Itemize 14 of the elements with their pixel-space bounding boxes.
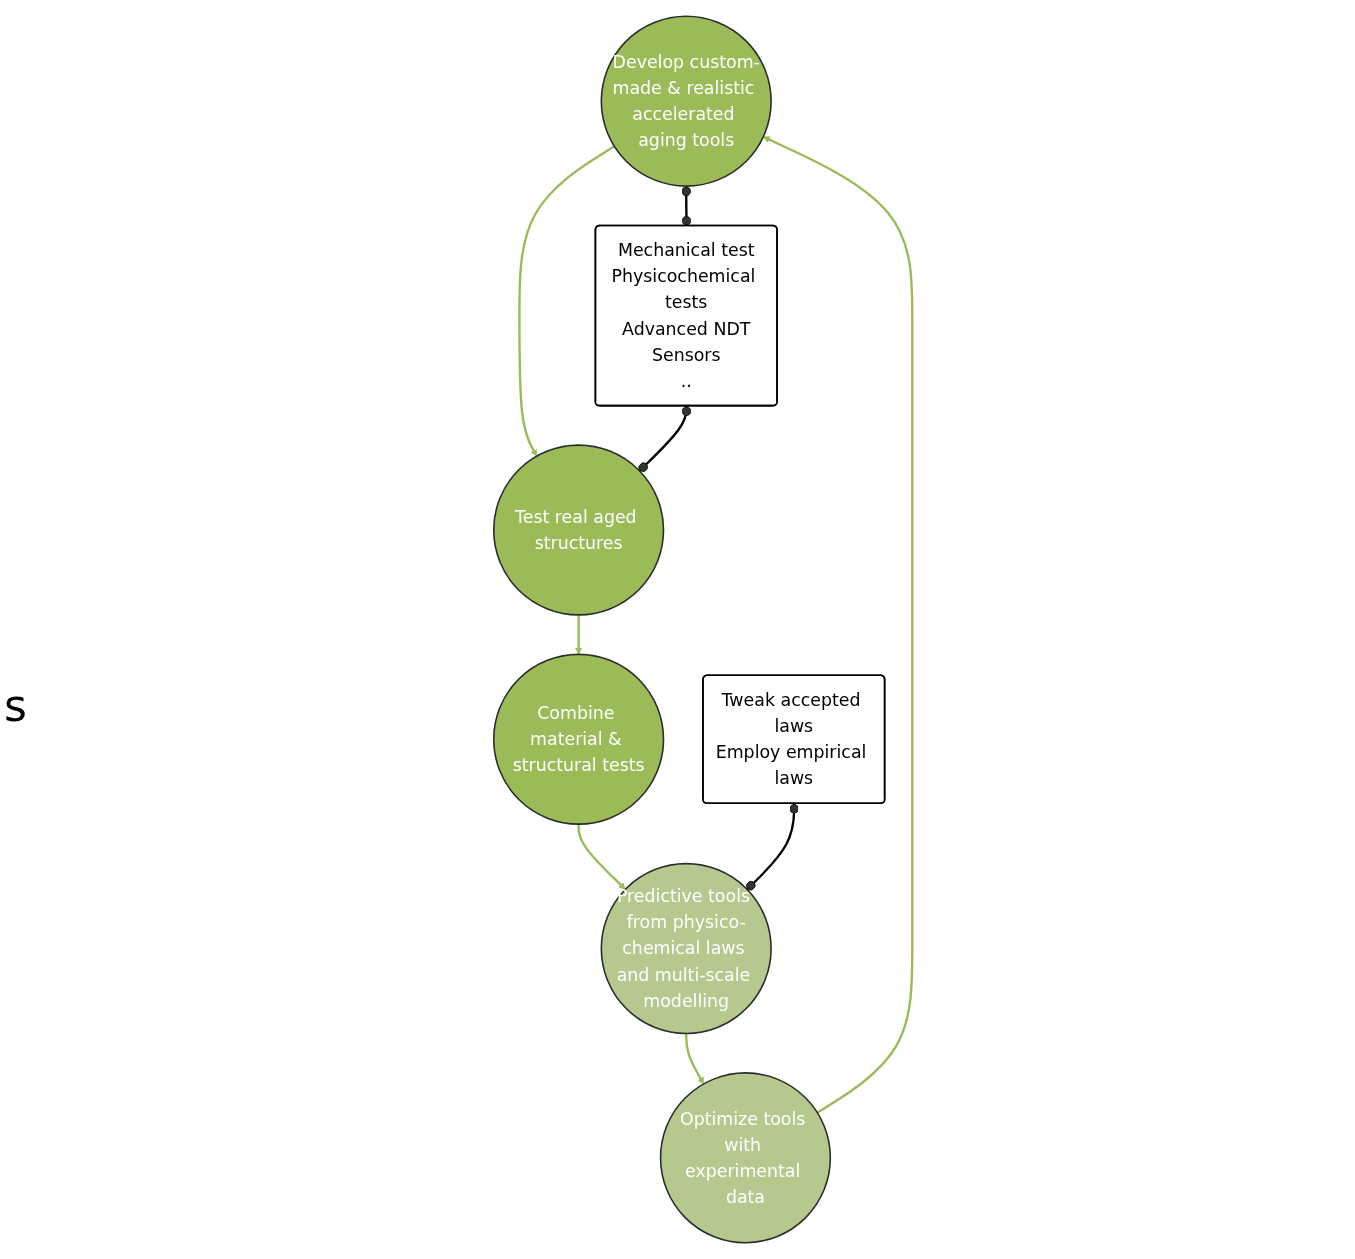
arrow — [576, 824, 626, 890]
connector — [680, 186, 691, 226]
node-circle: Predictive tools from physico-chemical laws and multi-scale modelling — [600, 862, 772, 1035]
connector — [637, 406, 691, 472]
arrow — [684, 1033, 704, 1085]
connector — [745, 803, 799, 891]
arrow — [762, 136, 913, 1114]
text-fragment: s — [4, 680, 27, 731]
node-circle: Optimize tools with experimental data — [659, 1072, 831, 1244]
node-circle: Develop custom-made & realistic accelerated aging tools — [600, 15, 772, 187]
node-circle: Combine material & structural tests — [492, 653, 664, 825]
arrow — [517, 145, 615, 457]
node-circle: Test real aged structures — [492, 444, 664, 616]
arrow — [574, 614, 582, 655]
